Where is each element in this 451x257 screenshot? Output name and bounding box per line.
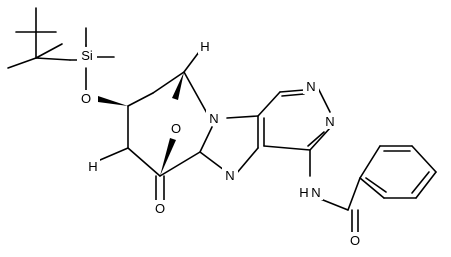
svg-text:O: O <box>171 121 181 136</box>
atom-label-nh-amide: H N <box>297 184 323 200</box>
svg-text:N: N <box>209 111 218 126</box>
svg-text:N: N <box>311 185 320 200</box>
bond-lines <box>7 7 437 233</box>
svg-text:H: H <box>88 159 97 174</box>
atom-label-n-pyrimidine-top: N <box>303 78 319 94</box>
svg-text:O: O <box>350 233 360 248</box>
atom-label-o-amide: O <box>347 232 363 248</box>
atom-label-n-pyrimidine-right: N <box>322 113 338 129</box>
atom-label-o-carbonyl: O <box>152 200 168 216</box>
atom-label-o-silyl: O <box>78 90 94 106</box>
svg-text:N: N <box>306 79 315 94</box>
svg-text:O: O <box>81 91 91 106</box>
atom-label-si: Si <box>77 47 97 63</box>
svg-text:H: H <box>200 39 209 54</box>
atom-label-n-imidazole: N <box>222 167 238 183</box>
svg-text:N: N <box>325 114 334 129</box>
svg-text:Si: Si <box>81 48 93 63</box>
atom-label-h-bridgehead: H <box>198 38 212 54</box>
atom-label-h-left: H <box>86 158 100 174</box>
svg-text:N: N <box>225 168 234 183</box>
svg-text:H: H <box>299 185 308 200</box>
atom-label-o-bridge: O <box>168 120 184 136</box>
atom-label-n-bridgehead: N <box>206 110 222 126</box>
stereo-wedges <box>98 72 184 176</box>
svg-text:O: O <box>155 201 165 216</box>
